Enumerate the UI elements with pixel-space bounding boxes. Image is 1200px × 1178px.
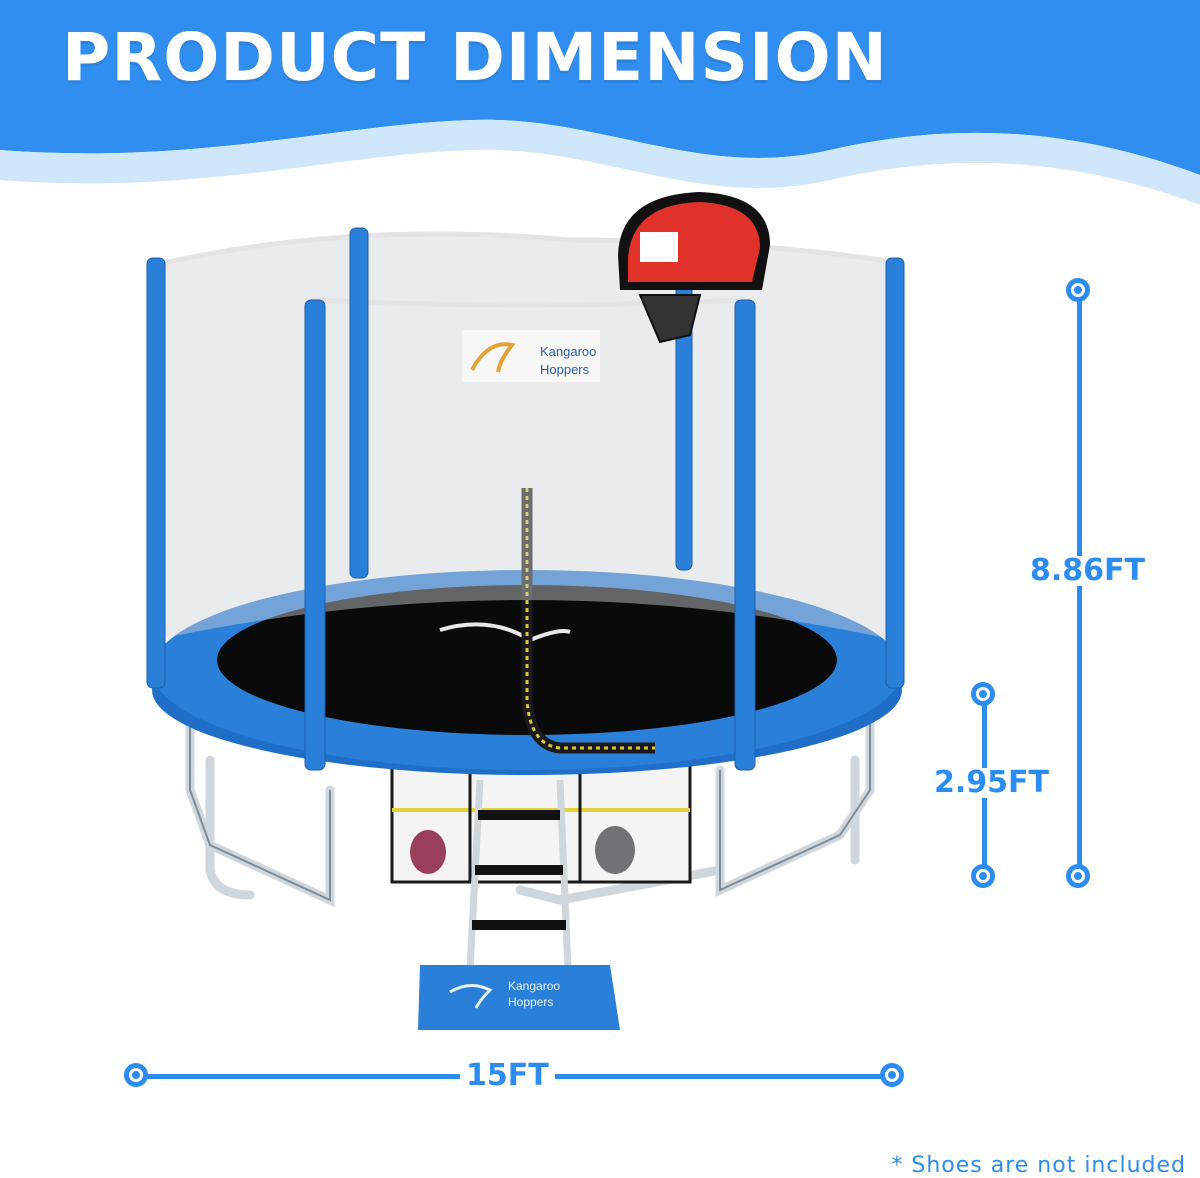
shoes-not-included-note: * Shoes are not included <box>891 1153 1186 1178</box>
diameter-right-dot <box>880 1063 904 1087</box>
total-height-bottom-dot <box>1066 864 1090 888</box>
ladder <box>466 779 572 971</box>
mat-brand-line1: Kangaroo <box>508 979 560 993</box>
diameter-label: 15FT <box>460 1061 555 1091</box>
total-height-top-dot <box>1066 278 1090 302</box>
diameter-left-dot <box>124 1063 148 1087</box>
frame-height-top-dot <box>971 682 995 706</box>
floor-mat: Kangaroo Hoppers <box>418 965 620 1030</box>
mat-brand-line2: Hoppers <box>508 995 553 1009</box>
banner-brand-line2: Hoppers <box>540 362 590 377</box>
banner-brand-line1: Kangaroo <box>540 344 596 359</box>
frame-height-label: 2.95FT <box>928 768 1055 798</box>
basketball-hoop <box>618 192 770 344</box>
page-title: PRODUCT DIMENSION <box>62 19 888 96</box>
header-wave-background <box>0 0 1200 205</box>
brand-banner: Kangaroo Hoppers <box>462 330 600 382</box>
total-height-label: 8.86FT <box>1024 556 1151 586</box>
frame-height-bottom-dot <box>971 864 995 888</box>
safety-net <box>154 231 896 640</box>
shoe-bag <box>390 760 692 884</box>
